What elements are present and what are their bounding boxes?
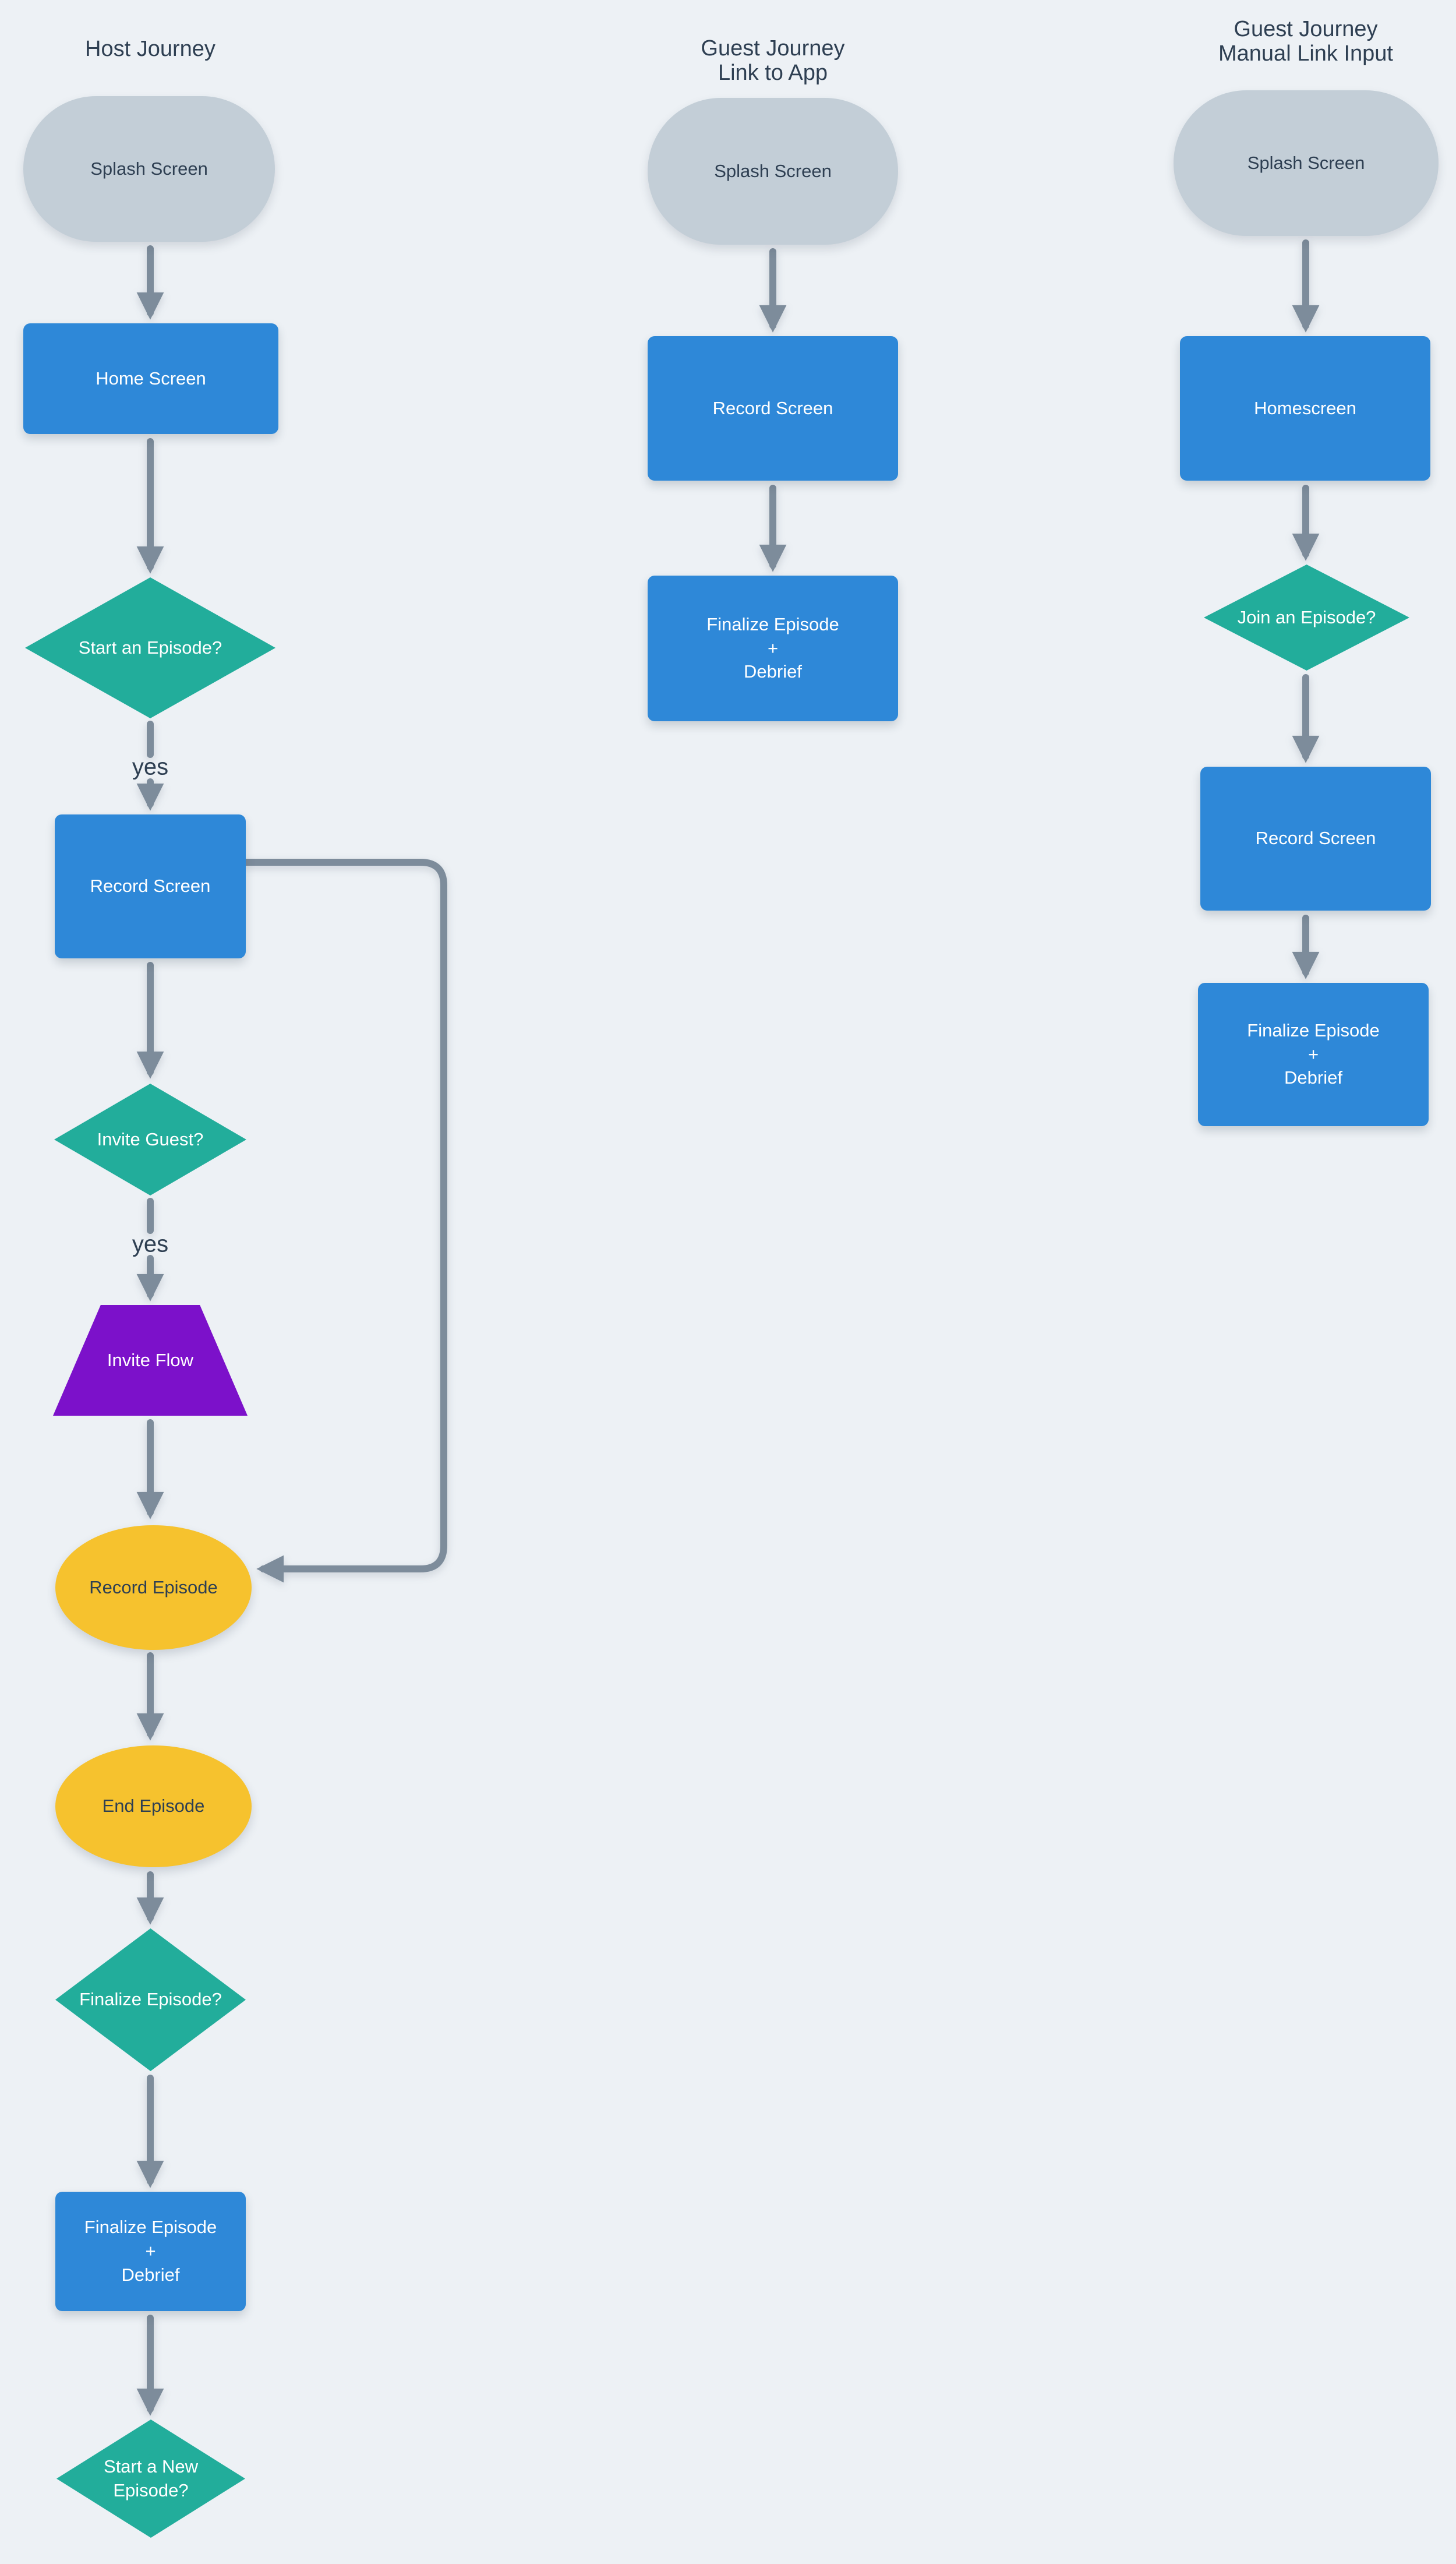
process-home-screen[interactable]: Home Screen — [23, 323, 278, 434]
process-finalize-debrief-link-label: Finalize Episode + Debrief — [706, 613, 839, 682]
terminator-splash-screen-host[interactable]: Splash Screen — [23, 96, 275, 242]
process-homescreen[interactable]: Homescreen — [1180, 336, 1430, 481]
process-homescreen-label: Homescreen — [1254, 397, 1356, 418]
terminator-splash-screen-link-label: Splash Screen — [714, 160, 832, 181]
edge-label-yes-1: yes — [132, 754, 169, 780]
process-record-screen-host-label: Record Screen — [90, 876, 211, 897]
process-finalize-debrief-manual[interactable]: Finalize Episode + Debrief — [1198, 983, 1429, 1126]
column-title-host-journey: Host Journey — [85, 37, 215, 61]
edge-label-yes-2: yes — [132, 1231, 169, 1257]
process-finalize-debrief-manual-label: Finalize Episode + Debrief — [1247, 1020, 1380, 1088]
terminator-splash-screen-manual-label: Splash Screen — [1247, 152, 1365, 173]
process-record-screen-host[interactable]: Record Screen — [55, 814, 246, 958]
terminator-splash-screen-link[interactable]: Splash Screen — [648, 98, 898, 245]
process-finalize-debrief-link[interactable]: Finalize Episode + Debrief — [648, 576, 898, 721]
decision-join-an-episode-label: Join an Episode? — [1237, 606, 1376, 627]
process-record-screen-manual-label: Record Screen — [1255, 828, 1376, 849]
terminator-splash-screen-host-label: Splash Screen — [90, 158, 208, 179]
process-home-screen-label: Home Screen — [96, 368, 206, 389]
manual-input-invite-flow-label: Invite Flow — [107, 1349, 194, 1370]
loop-back-edge-record-screen-to-record-episode — [242, 859, 447, 1583]
process-finalize-debrief-host-label: Finalize Episode + Debrief — [84, 2217, 217, 2285]
decision-finalize-episode-label: Finalize Episode? — [79, 1989, 222, 2010]
ellipse-end-episode-label: End Episode — [102, 1796, 205, 1817]
decision-start-new-episode-label: Start a New Episode? — [104, 2456, 198, 2500]
process-record-screen-link[interactable]: Record Screen — [648, 336, 898, 481]
terminator-splash-screen-manual[interactable]: Splash Screen — [1174, 90, 1439, 236]
column-title-guest-journey-manual: Guest Journey Manual Link Input — [1218, 17, 1393, 66]
ellipse-record-episode[interactable]: Record Episode — [55, 1525, 252, 1650]
decision-start-an-episode-label: Start an Episode? — [78, 637, 222, 658]
decision-invite-guest-label: Invite Guest? — [97, 1128, 204, 1149]
process-record-screen-manual[interactable]: Record Screen — [1200, 767, 1431, 911]
process-record-screen-link-label: Record Screen — [712, 397, 833, 418]
ellipse-end-episode[interactable]: End Episode — [55, 1745, 252, 1867]
process-finalize-debrief-host[interactable]: Finalize Episode + Debrief — [55, 2192, 246, 2311]
ellipse-record-episode-label: Record Episode — [89, 1577, 218, 1597]
column-title-guest-journey-link: Guest Journey Link to App — [701, 36, 845, 85]
